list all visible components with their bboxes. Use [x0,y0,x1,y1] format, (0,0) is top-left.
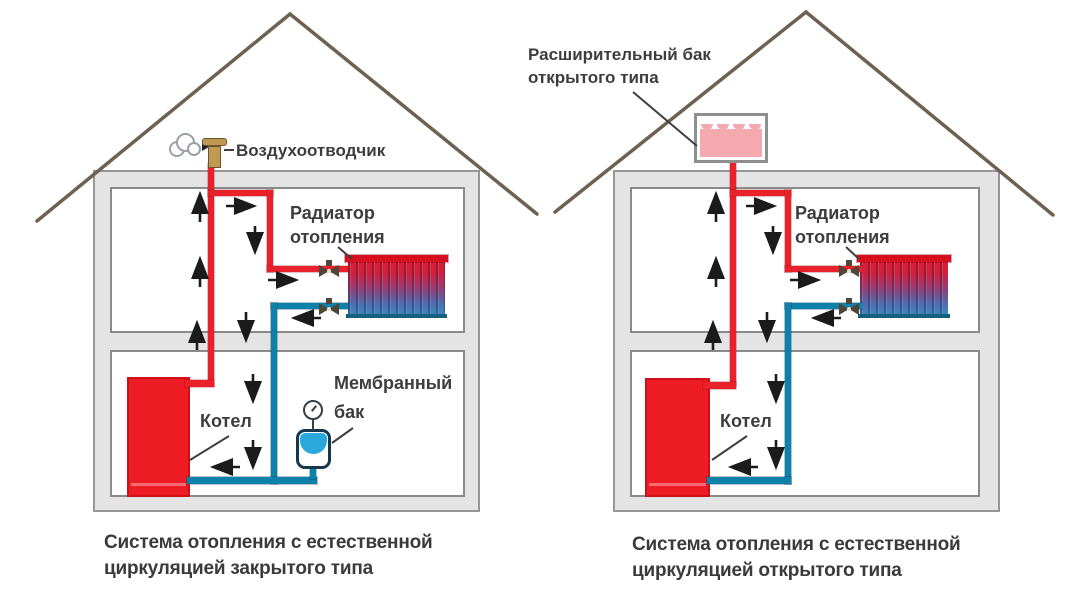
left-caption: Система отопления с естественной циркуля… [104,530,433,582]
left-supply-branch-v [267,190,273,272]
left-radiator-outlet [271,303,348,309]
left-supply-riser [208,164,214,386]
expansion-tank-label-line1: Расширительный бак [528,45,711,64]
left-radiator-inlet [267,266,348,272]
right-supply-branch-v [785,190,791,272]
right-caption: Система отопления с естественной циркуля… [632,532,961,584]
right-supply-riser [730,160,736,386]
radiator-fins [348,262,445,314]
left-radiator [345,255,448,318]
left-supply-branch-h [208,190,273,196]
membrane-tank-label-line2: бак [334,402,365,422]
right-supply-branch-h [730,190,791,196]
right-boiler [645,378,710,497]
membrane-tank-stub [310,466,316,479]
radiator-valve-icon [318,260,340,277]
expansion-tank [694,113,768,163]
right-radiator [857,255,951,318]
expansion-tank-liquid [700,124,762,157]
air-vent-label: Воздухоотводчик [236,141,386,160]
radiator-valve-icon [838,298,860,315]
membrane-tank [296,429,331,469]
radiator-valve-icon [318,298,340,315]
left-radiator-label: Радиатор отопления [290,201,385,249]
air-vent-body [208,146,221,168]
left-boiler-outlet [185,380,214,387]
left-boiler [127,377,190,497]
right-radiator-inlet [785,266,862,272]
membrane-tank-label-line1: Мембранный [334,373,453,393]
right-return-horizontal [707,477,791,484]
air-vent-icon [202,138,227,146]
right-radiator-label-line2: отопления [795,227,890,247]
expansion-tank-label: Расширительный бак открытого типа [528,43,711,89]
right-caption-line1: Система отопления с естественной [632,534,961,555]
membrane-tank-water [300,433,327,455]
right-radiator-label-line1: Радиатор [795,203,880,223]
left-caption-line2: циркуляцией закрытого типа [104,558,373,579]
membrane-tank-label: Мембранный бак [334,369,452,427]
left-return-horizontal [187,477,317,484]
radiator-fins [860,262,948,314]
left-radiator-label-line1: Радиатор [290,203,375,223]
right-boiler-label: Котел [720,411,772,431]
pressure-gauge-stem [312,420,314,430]
steam-cloud-icon [169,132,209,160]
left-radiator-label-line2: отопления [290,227,385,247]
left-caption-line1: Система отопления с естественной [104,532,433,553]
right-radiator-label: Радиатор отопления [795,201,890,249]
radiator-valve-icon [838,260,860,277]
right-radiator-outlet [785,303,862,309]
right-boiler-outlet [703,382,736,389]
expansion-tank-label-line2: открытого типа [528,68,659,87]
left-return-riser [271,303,277,484]
pressure-gauge-icon [303,400,323,420]
right-caption-line2: циркуляцией открытого типа [632,560,902,581]
left-boiler-label: Котел [200,411,252,431]
right-return-riser [785,303,791,484]
expansion-tank-pointer [632,91,698,147]
